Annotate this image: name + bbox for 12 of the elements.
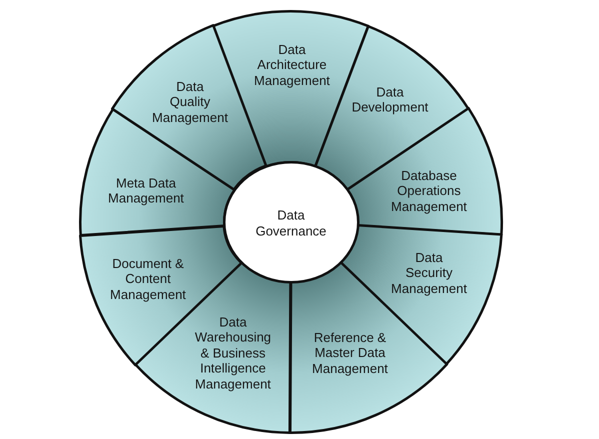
segment-label: Database Operations Management (391, 168, 467, 214)
segment-label: Meta Data Management (108, 175, 184, 206)
segment-label: Data Quality Management (152, 78, 228, 125)
segment-label: Document & Content Management (110, 256, 186, 302)
segment-label: Data Architecture Management (254, 42, 330, 88)
segment-label: Data Security Management (391, 250, 467, 296)
center-circle (222, 160, 360, 284)
segment-label: Data Development (352, 84, 428, 115)
wheel-segment (78, 108, 236, 236)
center-label: Data Governance (256, 208, 326, 238)
segment-label: Reference & Master Data Management (312, 330, 388, 376)
segment-label: Data Warehousing & Business Intelligence Management (194, 314, 272, 392)
